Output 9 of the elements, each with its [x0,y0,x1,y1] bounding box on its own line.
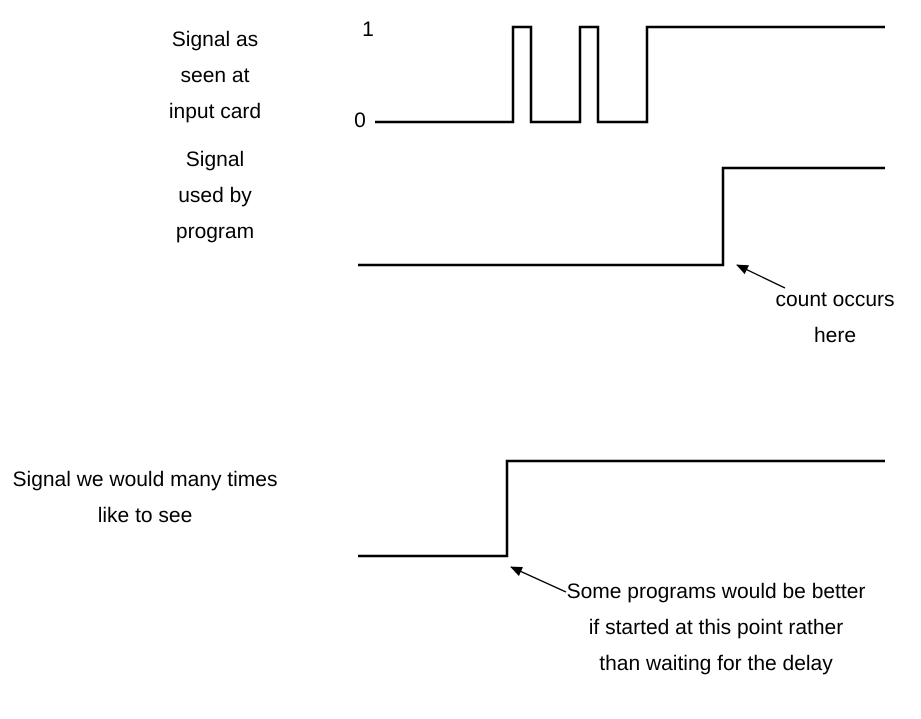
signal-label: Signal used by program [174,147,256,245]
annotation-text: Some programs would be better if started at this point rather than waiting for the delay [566,574,866,682]
signal-label: 1 [361,17,375,43]
signal-label: Signal we would many times like to see [12,467,278,529]
leader-line [510,566,566,593]
leader-line [736,264,786,289]
signal-label: Signal as seen at input card [168,27,262,125]
signal-label: 0 [353,108,367,134]
annotation-text: count occurs here [770,282,900,354]
